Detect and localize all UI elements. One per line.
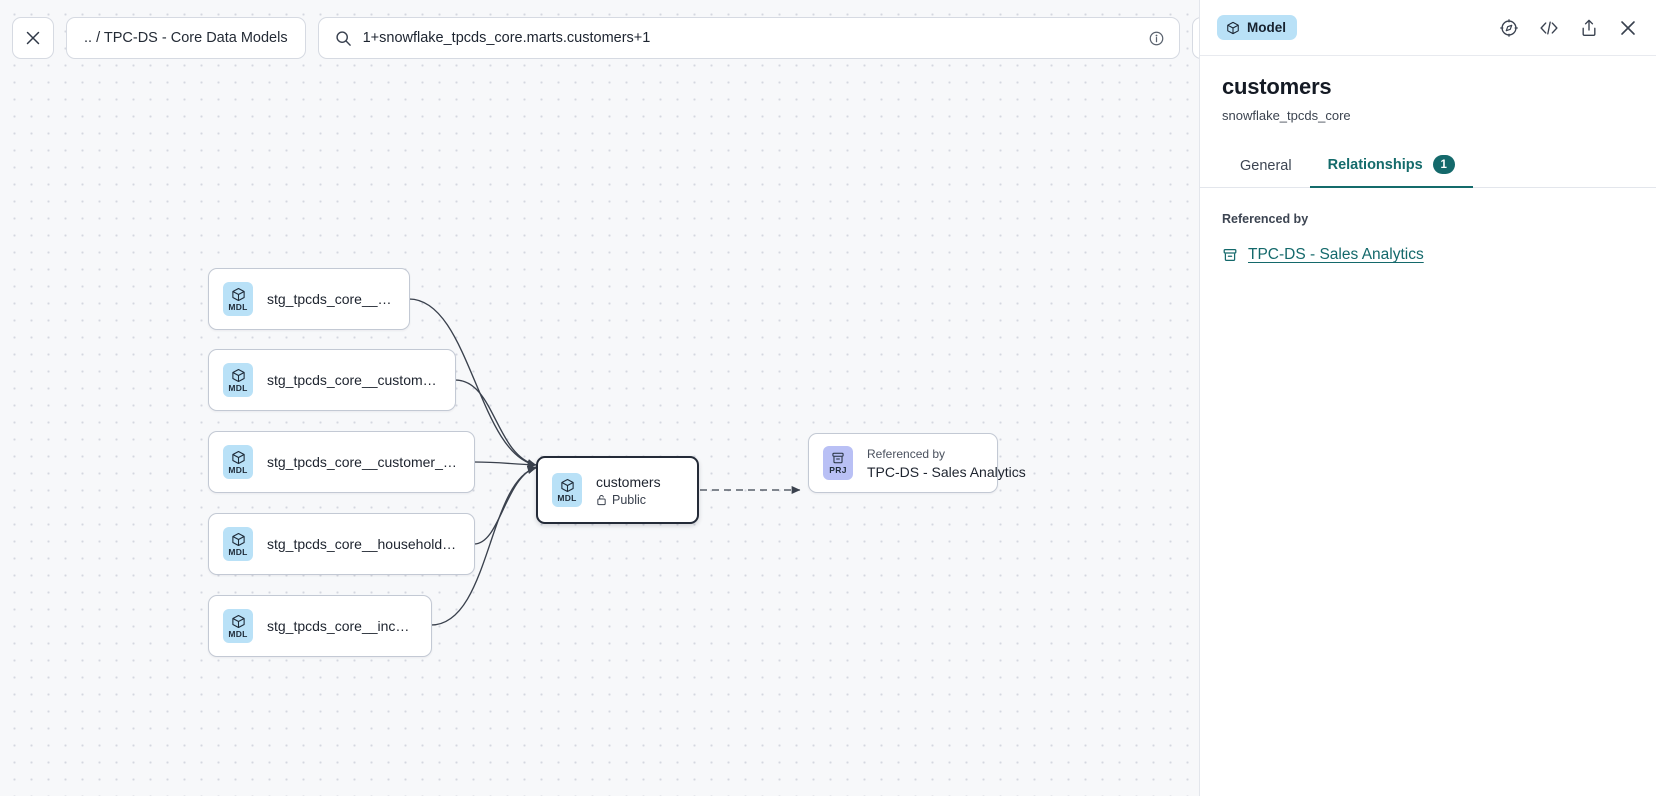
lineage-node-visibility-label: Public: [612, 492, 647, 507]
model-chip-label: MDL: [228, 301, 248, 312]
details-panel-header: Model: [1200, 0, 1656, 56]
model-chip-label: MDL: [228, 546, 248, 557]
search-input[interactable]: 1+snowflake_tpcds_core.marts.customers+1: [362, 30, 651, 46]
model-chip: MDL: [223, 282, 253, 316]
tab-general[interactable]: General: [1222, 148, 1310, 188]
lineage-canvas[interactable]: .. / TPC-DS - Core Data Models 1+snowfla…: [0, 0, 1199, 796]
lineage-node-upstream-4[interactable]: MDL stg_tpcds_core__income_band: [208, 595, 432, 657]
lineage-node-label: stg_tpcds_core__income_band: [267, 618, 417, 634]
close-graph-button[interactable]: [12, 17, 54, 59]
model-chip: MDL: [223, 609, 253, 643]
lineage-node-label: stg_tpcds_core__customer_demogra…: [267, 454, 460, 470]
lineage-node-title: customers: [596, 473, 661, 490]
lineage-node-upstream-1[interactable]: MDL stg_tpcds_core__customer_address: [208, 349, 456, 411]
project-chip: PRJ: [823, 446, 853, 480]
tab-relationships-label: Relationships: [1327, 156, 1423, 173]
page-subtitle: snowflake_tpcds_core: [1222, 108, 1351, 123]
model-chip: MDL: [223, 527, 253, 561]
explore-icon[interactable]: [1499, 18, 1519, 38]
lineage-node-upstream-2[interactable]: MDL stg_tpcds_core__customer_demogra…: [208, 431, 475, 493]
lineage-node-text: Referenced by TPC-DS - Sales Analytics: [867, 446, 1026, 480]
details-panel-heading: customers snowflake_tpcds_core: [1200, 56, 1656, 123]
referenced-by-link[interactable]: TPC-DS - Sales Analytics: [1248, 246, 1424, 263]
model-type-badge[interactable]: Model: [1217, 15, 1297, 40]
lineage-toolbar: .. / TPC-DS - Core Data Models 1+snowfla…: [12, 17, 1199, 59]
model-chip-label: MDL: [228, 628, 248, 639]
referenced-by-label: Referenced by: [1222, 212, 1309, 226]
lineage-node-visibility: Public: [596, 493, 661, 507]
tab-relationships[interactable]: Relationships 1: [1309, 145, 1473, 188]
project-chip-label: PRJ: [829, 465, 847, 475]
lineage-edges: [408, 298, 801, 626]
details-panel-actions: [1499, 18, 1638, 38]
model-chip-label: MDL: [228, 382, 248, 393]
lineage-node-label: stg_tpcds_core__customer: [267, 291, 395, 307]
model-chip-label: MDL: [557, 492, 577, 503]
model-chip-label: MDL: [228, 464, 248, 475]
cube-icon: [1226, 21, 1240, 35]
lineage-node-customers[interactable]: MDL customers Public: [536, 456, 699, 524]
tab-relationships-count: 1: [1432, 155, 1455, 174]
relationships-body: Referenced by TPC-DS - Sales Analytics: [1200, 188, 1656, 264]
model-type-badge-label: Model: [1247, 20, 1286, 35]
lineage-node-upstream-3[interactable]: MDL stg_tpcds_core__household_demogr…: [208, 513, 475, 575]
refresh-button[interactable]: [1191, 17, 1199, 59]
lineage-node-text: customers Public: [596, 474, 661, 507]
lineage-node-kicker: Referenced by: [867, 446, 946, 461]
lineage-node-label: stg_tpcds_core__customer_address: [267, 372, 441, 388]
tab-general-label: General: [1240, 158, 1292, 174]
lineage-node-title: TPC-DS - Sales Analytics: [867, 463, 1026, 480]
lineage-node-project[interactable]: PRJ Referenced by TPC-DS - Sales Analyti…: [808, 433, 1026, 493]
list-item[interactable]: TPC-DS - Sales Analytics: [1222, 246, 1634, 264]
page-title: customers: [1222, 74, 1332, 99]
lock-icon: [596, 494, 607, 506]
breadcrumb-label: .. / TPC-DS - Core Data Models: [84, 30, 288, 46]
details-panel: Model customers snowflake_tpcds_core: [1199, 0, 1656, 796]
details-tabs: General Relationships 1: [1200, 145, 1656, 188]
search-icon: [335, 30, 352, 47]
close-icon: [24, 29, 42, 47]
lineage-node-label: stg_tpcds_core__household_demogr…: [267, 536, 460, 552]
model-chip: MDL: [552, 473, 582, 507]
info-icon[interactable]: [1148, 30, 1165, 47]
share-icon[interactable]: [1579, 18, 1599, 38]
project-icon: [1222, 247, 1238, 263]
breadcrumb[interactable]: .. / TPC-DS - Core Data Models: [66, 17, 306, 59]
close-icon[interactable]: [1618, 18, 1638, 38]
model-chip: MDL: [223, 363, 253, 397]
lineage-search[interactable]: 1+snowflake_tpcds_core.marts.customers+1: [317, 17, 1180, 59]
code-icon[interactable]: [1538, 18, 1560, 38]
model-chip: MDL: [223, 445, 253, 479]
lineage-node-upstream-0[interactable]: MDL stg_tpcds_core__customer: [208, 268, 410, 330]
